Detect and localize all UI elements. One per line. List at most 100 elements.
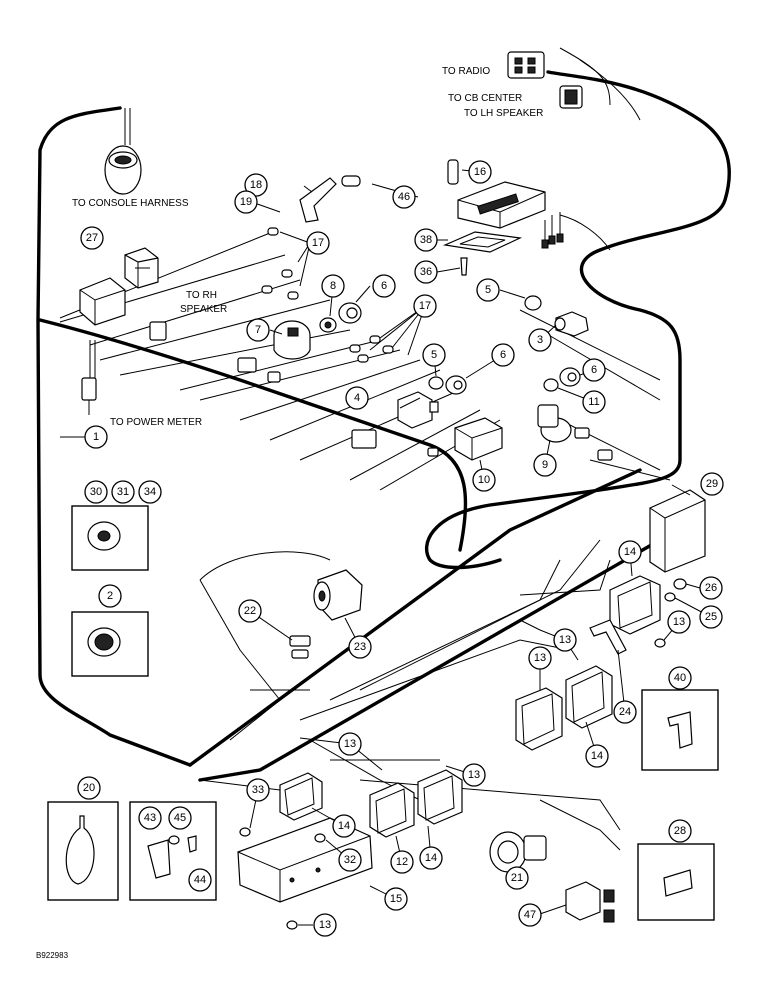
callout-27: 27 xyxy=(80,226,104,250)
svg-text:32: 32 xyxy=(344,854,356,866)
label-to-lh-speaker: TO LH SPEAKER xyxy=(464,108,543,119)
svg-text:9: 9 xyxy=(542,459,548,471)
component-harness-plug-left xyxy=(351,429,439,457)
callout-9: 9 xyxy=(533,453,557,477)
svg-text:7: 7 xyxy=(255,324,261,336)
svg-text:5: 5 xyxy=(431,349,437,361)
callout-47: 47 xyxy=(518,903,542,927)
svg-text:30: 30 xyxy=(90,486,102,498)
callout-14d: 14 xyxy=(419,846,443,870)
svg-text:6: 6 xyxy=(591,364,597,376)
svg-text:6: 6 xyxy=(381,280,387,292)
component-switch-3 xyxy=(554,311,589,337)
callout-46: 46 xyxy=(392,185,416,209)
component-rh-speaker-plug xyxy=(149,321,167,341)
callout-40: 40 xyxy=(668,666,692,690)
svg-text:17: 17 xyxy=(312,237,324,249)
inset-box-20 xyxy=(47,801,119,901)
callout-26: 26 xyxy=(699,576,723,600)
component-nut-8 xyxy=(319,317,337,333)
callout-2: 2 xyxy=(98,584,122,608)
inset-box-40 xyxy=(641,689,719,771)
component-terminals-17 xyxy=(261,227,394,363)
svg-text:14: 14 xyxy=(591,750,603,762)
callout-13f: 13 xyxy=(313,913,337,937)
callout-43: 43 xyxy=(138,806,162,830)
callout-10: 10 xyxy=(472,468,496,492)
svg-text:44: 44 xyxy=(194,874,206,886)
component-switch-7 xyxy=(273,320,311,360)
svg-text:19: 19 xyxy=(240,196,252,208)
label-to-power-meter: TO POWER METER xyxy=(110,417,202,428)
callout-17b: 17 xyxy=(413,294,437,318)
callout-22: 22 xyxy=(238,599,262,623)
svg-text:21: 21 xyxy=(511,872,523,884)
component-power-meter-plug xyxy=(81,377,97,415)
callout-3: 3 xyxy=(528,328,552,352)
branch-wires xyxy=(59,47,671,851)
component-console-harness-plug xyxy=(104,145,142,195)
callout-34: 34 xyxy=(138,480,162,504)
svg-text:11: 11 xyxy=(588,396,599,408)
svg-text:14: 14 xyxy=(624,546,636,558)
callout-17a: 17 xyxy=(306,231,330,255)
svg-text:15: 15 xyxy=(390,893,402,905)
component-horn-23 xyxy=(313,569,363,621)
callout-15: 15 xyxy=(384,887,408,911)
svg-text:13: 13 xyxy=(344,738,356,750)
component-connector-47 xyxy=(565,881,615,923)
component-knob-6-right xyxy=(559,367,581,387)
svg-text:23: 23 xyxy=(354,641,366,653)
callout-45: 45 xyxy=(168,806,192,830)
svg-text:17: 17 xyxy=(419,300,431,312)
label-to-rh-speaker-line1: TO RH xyxy=(186,290,217,301)
callout-6b: 6 xyxy=(491,343,515,367)
svg-text:25: 25 xyxy=(705,611,717,623)
svg-text:38: 38 xyxy=(420,234,432,246)
svg-text:26: 26 xyxy=(705,582,717,594)
svg-text:22: 22 xyxy=(244,605,256,617)
svg-text:13: 13 xyxy=(673,616,685,628)
callout-19: 19 xyxy=(234,190,258,214)
callout-14b: 14 xyxy=(585,744,609,768)
inset-box-30-31-34 xyxy=(71,505,149,571)
main-harness-trunk xyxy=(36,70,731,782)
callout-33: 33 xyxy=(246,778,270,802)
component-beacon-switch-21 xyxy=(489,831,547,873)
svg-text:46: 46 xyxy=(398,191,410,203)
component-nut-11 xyxy=(543,378,559,392)
label-to-console-harness: TO CONSOLE HARNESS xyxy=(72,198,189,209)
component-terminals-upper-right xyxy=(541,212,564,249)
callout-6a: 6 xyxy=(372,274,396,298)
component-beacon-29 xyxy=(649,489,706,573)
component-knob-6-mid xyxy=(445,375,467,395)
component-screw-36 xyxy=(460,257,468,276)
component-nut-13-bottom xyxy=(286,920,298,930)
svg-text:43: 43 xyxy=(144,812,156,824)
svg-text:31: 31 xyxy=(117,486,129,498)
callout-13c: 13 xyxy=(528,646,552,670)
component-screws-32-33 xyxy=(239,827,326,843)
component-switch-4 xyxy=(397,391,439,429)
svg-text:12: 12 xyxy=(396,856,408,868)
component-nut-5 xyxy=(428,295,542,390)
svg-text:36: 36 xyxy=(420,266,432,278)
callout-32: 32 xyxy=(338,848,362,872)
component-worklight-14-middle xyxy=(515,665,613,751)
component-bracket-18 xyxy=(299,177,337,223)
callout-16: 16 xyxy=(468,160,492,184)
label-to-radio: TO RADIO xyxy=(442,66,490,77)
component-junction-block xyxy=(79,277,126,326)
component-nut-13-right xyxy=(654,638,666,648)
svg-text:1: 1 xyxy=(93,431,99,443)
svg-text:29: 29 xyxy=(706,478,718,490)
svg-text:8: 8 xyxy=(330,280,336,292)
svg-text:10: 10 xyxy=(478,474,490,486)
callout-21: 21 xyxy=(505,866,529,890)
inset-box-2 xyxy=(71,611,149,677)
callout-36: 36 xyxy=(414,260,438,284)
callout-8: 8 xyxy=(321,274,345,298)
svg-text:13: 13 xyxy=(468,769,480,781)
svg-text:20: 20 xyxy=(83,782,95,794)
callout-23: 23 xyxy=(348,635,372,659)
